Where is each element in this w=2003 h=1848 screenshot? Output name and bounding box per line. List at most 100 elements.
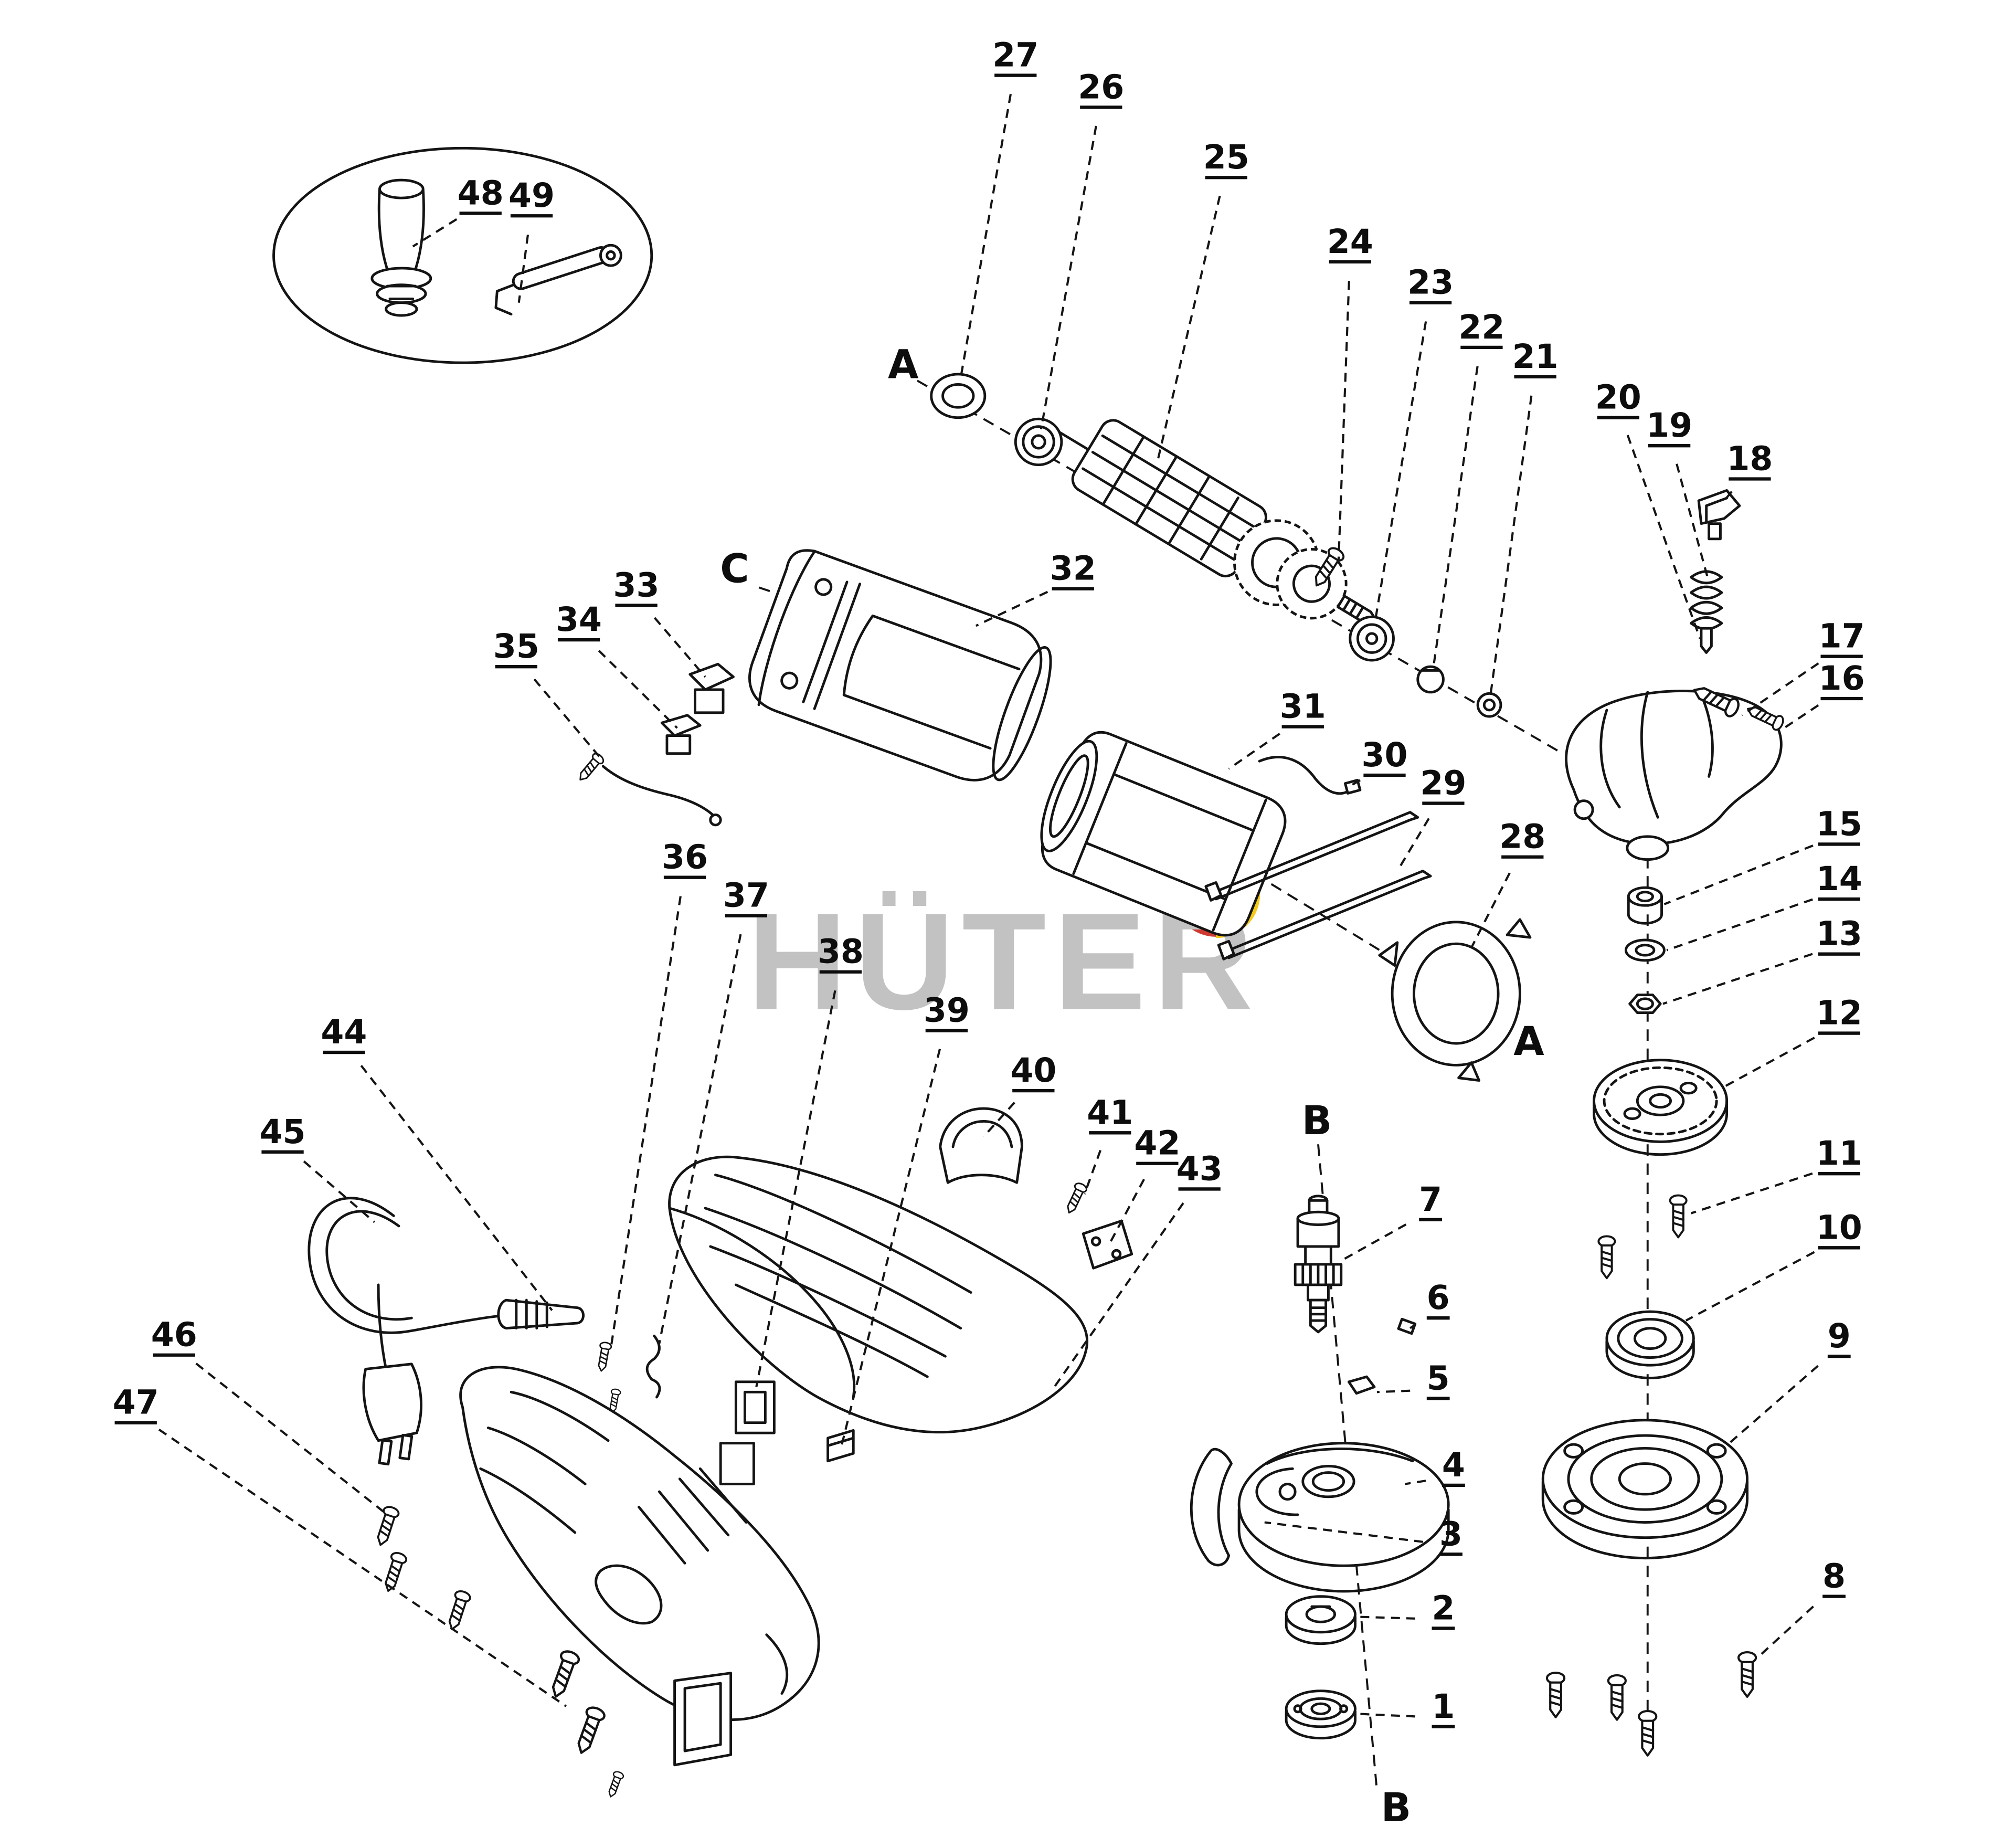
part-label-30: 30 [1361, 735, 1407, 774]
screw-8a [1547, 1673, 1564, 1717]
leader-line-6 [1409, 1324, 1416, 1329]
part-label-33: 33 [613, 565, 660, 604]
wheel-guard-4 [1237, 1442, 1450, 1593]
switch-module-33-34-35 [575, 662, 735, 827]
leader-line-47 [158, 1429, 567, 1707]
brush-parts-36-39 [595, 1334, 855, 1485]
key-5 [1347, 1375, 1376, 1395]
part-label-25: 25 [1203, 138, 1249, 176]
leader-line-4 [1405, 1480, 1426, 1485]
bevel-gear-12 [1593, 1059, 1729, 1156]
leader-line-2 [1359, 1615, 1415, 1620]
part-label-41: 41 [1087, 1093, 1133, 1132]
part-label-37: 37 [723, 876, 769, 915]
motor-housing-32 [748, 549, 1052, 782]
leader-line-7 [1343, 1223, 1407, 1261]
leader-line-10 [1685, 1251, 1815, 1322]
power-cord-45 [308, 1197, 585, 1466]
spindle-7 [1294, 1195, 1343, 1334]
part-label-7: 7 [1419, 1180, 1442, 1219]
leader-line-1 [1359, 1713, 1416, 1718]
part-label-16: 16 [1819, 659, 1865, 698]
spring-19-20 [1690, 570, 1723, 654]
leader-line-30 [1348, 779, 1361, 788]
screw-46b [379, 1550, 409, 1594]
part-label-48: 48 [458, 173, 504, 212]
part-label-3: 3 [1439, 1514, 1462, 1553]
inner-flange-2 [1285, 1595, 1356, 1645]
key-6 [1397, 1317, 1417, 1335]
screw-47c [605, 1770, 625, 1800]
leader-line-20 [1626, 435, 1701, 639]
bearing-plate-42 [1082, 1219, 1133, 1270]
bearing-26 [1014, 417, 1063, 467]
leader-line-8 [1756, 1606, 1814, 1659]
leader-line-17 [1741, 662, 1819, 716]
leader-line-3 [1264, 1521, 1424, 1543]
power-plug [362, 1363, 422, 1466]
leader-line-24 [1337, 281, 1350, 559]
part-label-36: 36 [662, 838, 708, 877]
leader-line-48 [412, 218, 458, 248]
housing-half-lower [459, 1366, 820, 1721]
part-label-20: 20 [1595, 378, 1641, 417]
felt-ring-27 [930, 373, 987, 419]
part-label-32: 32 [1050, 549, 1096, 588]
part-label-5: 5 [1427, 1358, 1450, 1397]
part-label-40: 40 [1010, 1051, 1056, 1090]
leader-line-32 [975, 590, 1048, 627]
access-plate [673, 1672, 733, 1767]
fan-baffle-28 [1378, 918, 1532, 1082]
leader-line-39 [841, 1049, 941, 1445]
part-label-1: 1 [1432, 1687, 1455, 1726]
clamp-lever-3 [1190, 1448, 1299, 1567]
screw-47a [547, 1649, 581, 1699]
leader-line-31 [1228, 733, 1280, 770]
part-label-46: 46 [151, 1315, 197, 1354]
leader-line-45 [303, 1160, 376, 1223]
leader-line-27 [959, 93, 1012, 378]
screw-11b [1669, 1194, 1688, 1239]
washer-14 [1624, 938, 1666, 962]
tool-kit-group [272, 146, 653, 364]
leader-line-18 [1723, 491, 1733, 502]
leader-line-42 [1108, 1178, 1145, 1246]
leader-lines-layer [158, 93, 1819, 1718]
gear-head-housing [1565, 688, 1783, 861]
leader-line-21 [1489, 395, 1533, 695]
part-label-45: 45 [260, 1112, 306, 1151]
leader-line-34 [598, 650, 678, 729]
screw-47b [573, 1705, 606, 1756]
part-label-11: 11 [1816, 1134, 1862, 1173]
leader-line-9 [1729, 1365, 1819, 1444]
part-label-10: 10 [1816, 1208, 1862, 1247]
screw-46a [372, 1504, 401, 1548]
leader-line-37 [658, 934, 742, 1344]
bearing-10 [1605, 1310, 1695, 1379]
leader-line-28 [1470, 872, 1511, 948]
part-label-49: 49 [508, 176, 555, 215]
part-label-19: 19 [1646, 406, 1692, 445]
part-label-34: 34 [556, 600, 602, 639]
part-label-14: 14 [1816, 859, 1862, 898]
brush-cover-40 [939, 1107, 1023, 1184]
part-label-13: 13 [1816, 914, 1862, 953]
leader-line-11 [1690, 1172, 1813, 1215]
side-handle-48 [370, 178, 432, 317]
part-label-47: 47 [113, 1383, 159, 1422]
armature-25 [1058, 419, 1377, 625]
part-label-27: 27 [992, 36, 1038, 75]
part-label-29: 29 [1420, 764, 1466, 802]
part-label-43: 43 [1177, 1149, 1223, 1188]
leader-line-29 [1396, 818, 1430, 872]
part-labels-layer: 1234567891011121314151617181920212223242… [113, 36, 1865, 1728]
nut-13 [1628, 994, 1662, 1015]
part-label-2: 2 [1432, 1588, 1455, 1627]
leader-line-19 [1676, 463, 1710, 583]
part-label-15: 15 [1816, 804, 1862, 843]
screw-8c [1639, 1711, 1656, 1756]
part-label-18: 18 [1726, 439, 1773, 478]
